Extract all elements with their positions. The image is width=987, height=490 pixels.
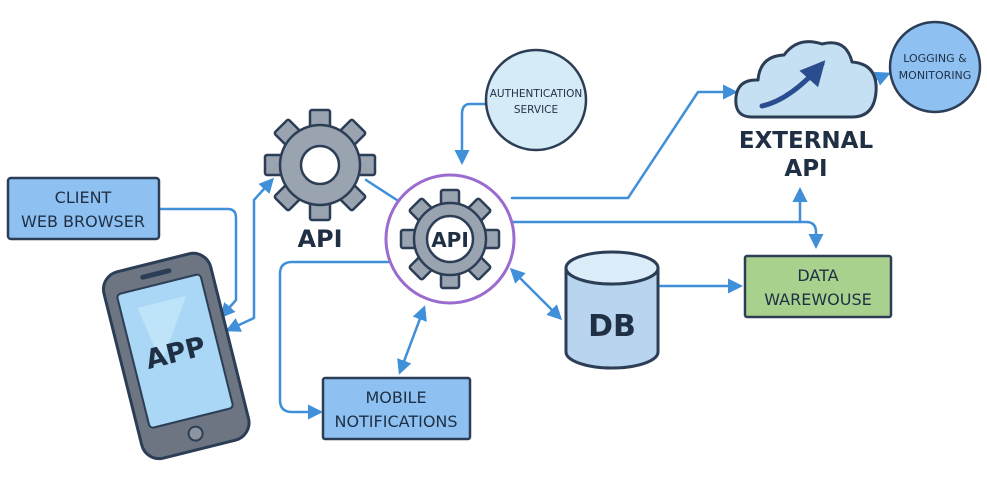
connector-auth-center: [454, 102, 490, 165]
client-label-line1: CLIENT: [55, 188, 112, 207]
connector-api-left-app: [225, 177, 275, 332]
api-center-label: API: [431, 228, 469, 252]
cloud-icon: [734, 40, 878, 119]
connector-api-left-center: [364, 178, 402, 204]
database-icon: [564, 250, 660, 370]
external-api-node: EXTERNAL API: [734, 40, 878, 182]
data-warehouse-box: DATA WAREWOUSE: [743, 254, 893, 319]
api-left-label: API: [297, 225, 342, 253]
gear-icon: [263, 108, 377, 222]
auth-label-line1: AUTHENTICATION: [490, 88, 583, 100]
auth-label-line2: SERVICE: [514, 104, 558, 116]
warehouse-label-line1: DATA: [797, 266, 838, 285]
external-label-line2: API: [784, 156, 827, 182]
connector-center-external: [510, 84, 738, 200]
api-gear-center: API: [384, 173, 516, 305]
external-label-line1: EXTERNAL: [739, 128, 874, 154]
mobile-label-line1: MOBILE: [365, 388, 426, 407]
logging-monitoring-node: LOGGING & MONITORING: [888, 20, 982, 114]
logging-label-line2: MONITORING: [899, 69, 972, 82]
gear-icon: [399, 188, 501, 290]
connector-center-db: [509, 267, 563, 321]
mobile-label-line2: NOTIFICATIONS: [334, 412, 457, 431]
warehouse-label-line2: WAREWOUSE: [764, 290, 872, 309]
mobile-notifications-box: MOBILE NOTIFICATIONS: [321, 376, 472, 441]
connector-center-warehouse: [510, 220, 824, 249]
db-label: DB: [588, 309, 636, 344]
logging-label-line1: LOGGING &: [903, 52, 967, 65]
connector-center-mobile: [278, 260, 390, 420]
api-gear-left: API: [263, 108, 377, 253]
db-node: DB: [564, 250, 660, 370]
authentication-service-node: AUTHENTICATION SERVICE: [484, 48, 588, 152]
client-label-line2: WEB BROWSER: [21, 212, 145, 231]
mobile-phone-icon: APP: [101, 251, 251, 461]
connector-mobile-center: [397, 305, 427, 375]
client-web-browser-box: CLIENT WEB BROWSER: [6, 176, 161, 241]
